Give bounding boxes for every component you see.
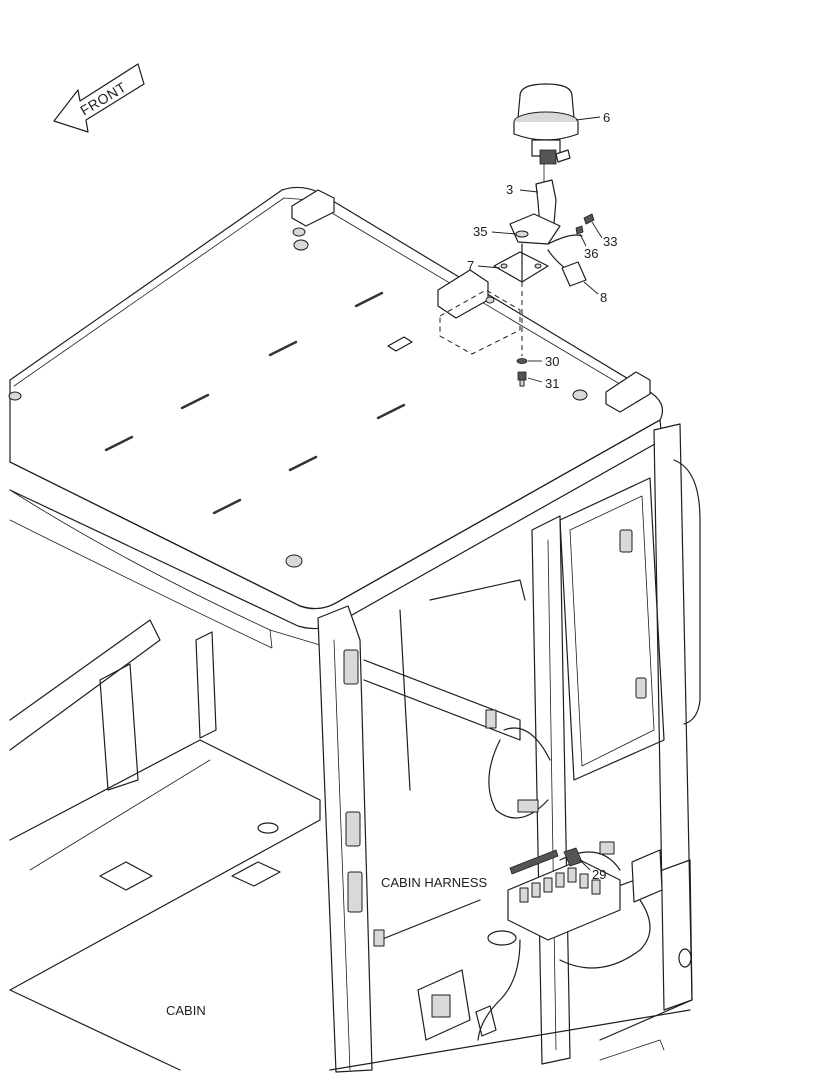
callout-30: 30	[528, 354, 559, 369]
cabin-caption: CABIN	[166, 1003, 206, 1018]
cabin-harness	[373, 709, 663, 1041]
callout-label: 30	[545, 354, 559, 369]
relay-block	[519, 867, 601, 903]
callout-label: 29	[592, 867, 606, 882]
callout-8: 8	[583, 281, 607, 305]
callout-label: 7	[467, 258, 474, 273]
callout-35: 35	[473, 224, 517, 239]
callout-label: 31	[545, 376, 559, 391]
callout-label: 8	[600, 290, 607, 305]
callout-29: 29	[579, 859, 606, 882]
callout-label: 35	[473, 224, 487, 239]
callout-label: 6	[603, 110, 610, 125]
callout-6: 6	[575, 110, 610, 125]
cabin-frame	[9, 423, 701, 1073]
front-direction-arrow-icon: FRONT	[53, 63, 145, 133]
callout-label: 36	[584, 246, 598, 261]
beacon-assembly	[493, 83, 595, 387]
callout-3: 3	[506, 182, 539, 197]
cabin-harness-caption: CABIN HARNESS	[381, 875, 488, 890]
cabin-roof	[8, 186, 663, 649]
callout-36: 36	[579, 233, 598, 261]
callout-label: 33	[603, 234, 617, 249]
callout-31: 31	[527, 376, 559, 391]
callout-label: 3	[506, 182, 513, 197]
beacon-lamp	[513, 83, 579, 165]
callout-7: 7	[467, 258, 501, 273]
callout-33: 33	[591, 221, 617, 249]
